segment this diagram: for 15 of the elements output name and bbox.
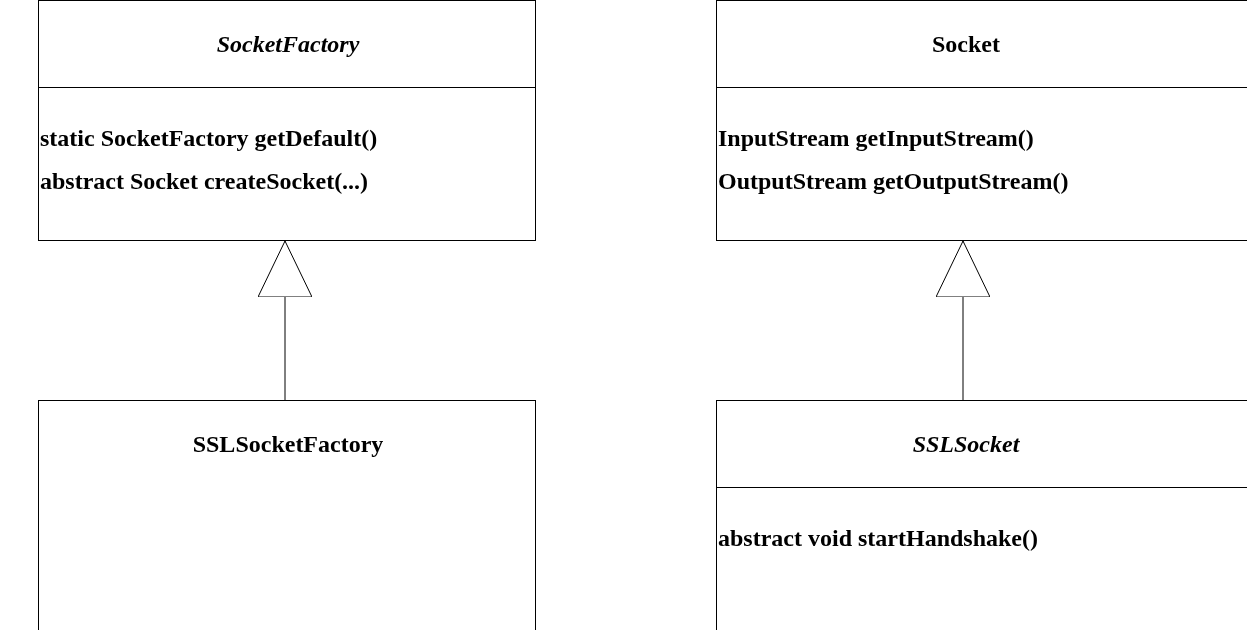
- class-box: [716, 0, 1247, 241]
- class-box: [716, 400, 1247, 630]
- class-name: Socket: [932, 30, 1000, 59]
- class-box: [38, 0, 536, 241]
- method-signature: abstract void startHandshake(): [718, 524, 1038, 553]
- class-name: SocketFactory: [216, 30, 360, 59]
- class-name: SSLSocket: [912, 430, 1020, 459]
- method-signature: static SocketFactory getDefault(): [40, 124, 378, 153]
- method-signature: InputStream getInputStream(): [718, 124, 1034, 153]
- inheritance-arrow: [935, 240, 991, 401]
- class-box: [38, 400, 536, 630]
- method-signature: abstract Socket createSocket(...): [40, 167, 369, 196]
- method-signature: OutputStream getOutputStream(): [718, 167, 1069, 196]
- class-name: SSLSocketFactory: [192, 430, 384, 459]
- inheritance-arrow: [257, 240, 313, 401]
